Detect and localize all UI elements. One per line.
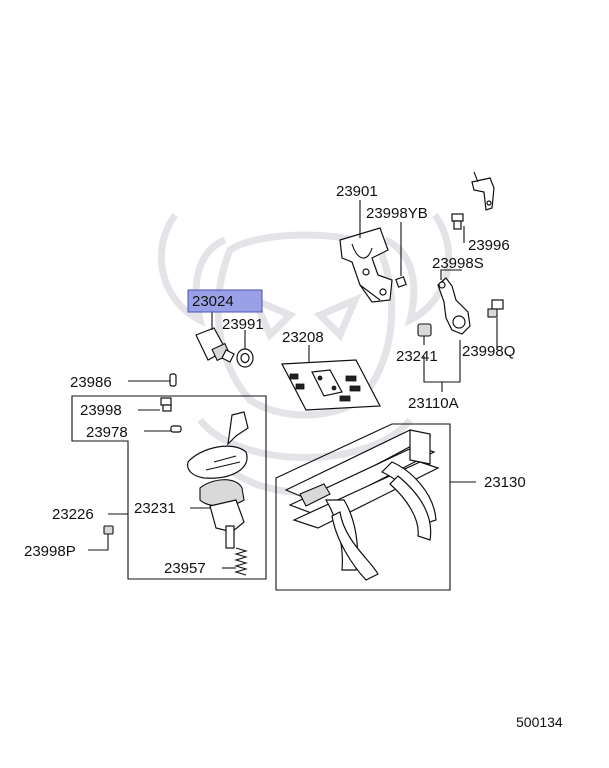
- shift-shaft-23231[interactable]: [187, 411, 249, 549]
- pin-23986[interactable]: [169, 373, 177, 387]
- screw-23978[interactable]: [170, 425, 182, 433]
- bolt-23998P[interactable]: [103, 525, 114, 535]
- bolt-23998Q[interactable]: [487, 299, 504, 318]
- leader-lines: [71, 171, 498, 580]
- callout-23998Q[interactable]: 23998Q: [462, 343, 515, 360]
- callout-23901[interactable]: 23901: [336, 183, 378, 200]
- interlock-plate-23208[interactable]: [281, 359, 381, 411]
- callout-23231[interactable]: 23231: [134, 500, 176, 517]
- callout-23208[interactable]: 23208: [282, 329, 324, 346]
- callout-23998S[interactable]: 23998S: [432, 255, 484, 272]
- callout-23957[interactable]: 23957: [164, 560, 206, 577]
- diagram-number: 500134: [516, 714, 563, 730]
- callout-23226[interactable]: 23226: [52, 506, 94, 523]
- callout-23998P[interactable]: 23998P: [24, 543, 76, 560]
- washer-23991[interactable]: [236, 348, 254, 368]
- bolt-23998[interactable]: [160, 397, 172, 412]
- callout-23130[interactable]: 23130: [484, 474, 526, 491]
- callout-23978[interactable]: 23978: [86, 424, 128, 441]
- block-23241[interactable]: [417, 323, 432, 337]
- bolt-23998S[interactable]: [451, 213, 464, 230]
- bracket-23901[interactable]: [339, 227, 393, 303]
- shift-fork-set-23130[interactable]: [275, 423, 451, 591]
- callout-23110A[interactable]: 23110A: [408, 395, 459, 412]
- highlight-box: [187, 289, 263, 313]
- callout-23991[interactable]: 23991: [222, 316, 264, 333]
- callout-23024[interactable]: 23024: [192, 293, 234, 310]
- plate-23996[interactable]: [471, 177, 495, 211]
- callout-23241[interactable]: 23241: [396, 348, 438, 365]
- callout-23996[interactable]: 23996: [468, 237, 510, 254]
- spring-23957[interactable]: [234, 547, 248, 576]
- callout-23998YB[interactable]: 23998YB: [366, 205, 428, 222]
- callout-23998[interactable]: 23998: [80, 402, 122, 419]
- bolt-23998YB[interactable]: [395, 268, 407, 288]
- lever-23110A[interactable]: [437, 277, 471, 335]
- switch-23024[interactable]: [195, 327, 235, 363]
- callout-23986[interactable]: 23986: [70, 374, 112, 391]
- callout-labels: 23901 23998YB 23996 23998S 23024 23991 2…: [24, 183, 563, 730]
